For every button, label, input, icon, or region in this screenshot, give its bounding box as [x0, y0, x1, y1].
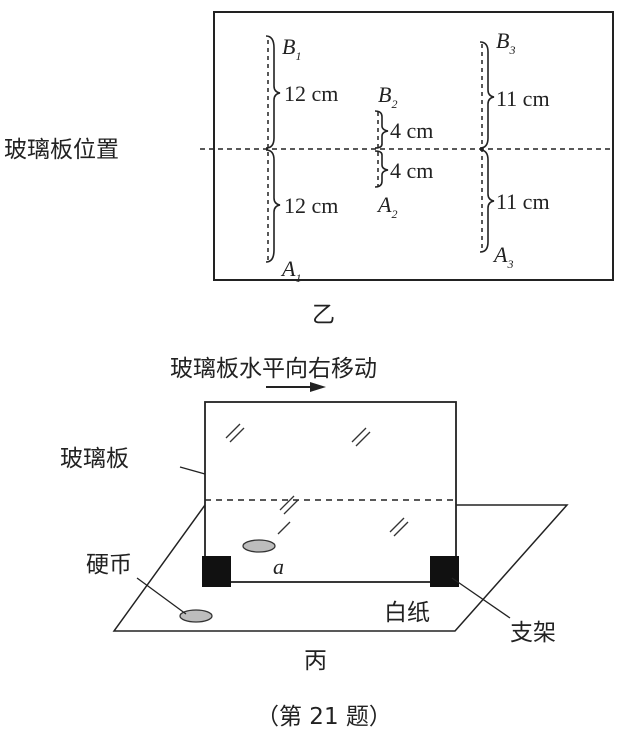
distance-b3: 11 cm	[496, 86, 550, 111]
glass-plate	[204, 401, 457, 583]
coin-label: 硬币	[86, 552, 132, 578]
image-label-a: a	[273, 554, 284, 579]
paper-label: 白纸	[384, 600, 430, 626]
figure-yi-frame	[213, 11, 614, 281]
glass-reflection-marks	[225, 423, 409, 537]
pair2-upper-brace	[374, 110, 389, 149]
glass-leader-line	[179, 466, 206, 475]
figure-yi-caption: 乙	[312, 302, 335, 328]
move-label: 玻璃板水平向右移动	[170, 356, 377, 382]
pair1-lower-brace	[265, 149, 281, 263]
point-a3: A3	[492, 242, 513, 271]
move-arrow-icon	[310, 382, 326, 392]
distance-a3: 11 cm	[496, 189, 550, 214]
pair3-upper-brace	[479, 41, 495, 149]
point-a2: A2	[376, 192, 397, 221]
figure-bing-caption: 丙	[304, 648, 327, 674]
distance-a2: 4 cm	[390, 158, 433, 183]
pair1-upper-brace	[265, 35, 281, 149]
distance-b1: 12 cm	[284, 81, 338, 106]
stand-left	[202, 556, 231, 587]
question-label: （第 21 题）	[256, 704, 392, 730]
stand-leader-line	[451, 577, 511, 619]
point-b3: B3	[496, 28, 515, 57]
point-b2: B2	[378, 82, 397, 111]
pair2-lower-brace	[374, 150, 389, 188]
glass-position-label: 玻璃板位置	[4, 137, 119, 163]
distance-b2: 4 cm	[390, 118, 433, 143]
glass-label: 玻璃板	[60, 446, 129, 472]
stand-right	[430, 556, 459, 587]
point-b1: B1	[282, 34, 301, 63]
coin	[179, 609, 213, 623]
coin-leader-line	[136, 577, 187, 615]
point-a1: A1	[280, 256, 301, 285]
stand-label: 支架	[510, 620, 556, 646]
distance-a1: 12 cm	[284, 193, 338, 218]
coin-image	[242, 539, 276, 553]
pair3-lower-brace	[479, 149, 495, 253]
